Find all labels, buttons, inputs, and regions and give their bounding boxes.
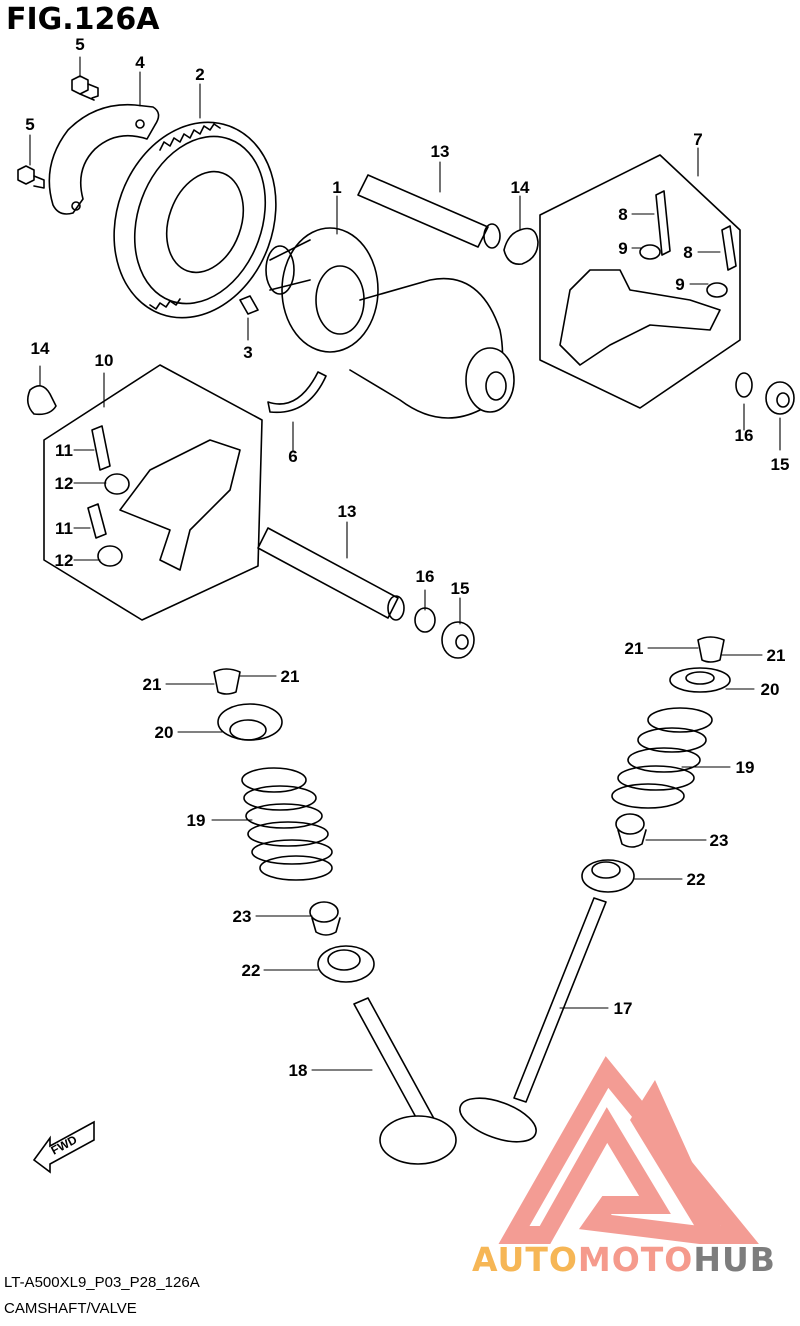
callout-label: 7 — [693, 130, 702, 149]
adjusting-screw-part-11-a — [91, 425, 111, 471]
callout-label: 19 — [736, 758, 755, 777]
watermark-logo — [498, 1056, 759, 1244]
snap-ring-part-14-lower — [26, 385, 57, 416]
callout-label: 19 — [187, 811, 206, 830]
valve-spring-part-19-right — [611, 707, 713, 809]
rocker-shaft-part-13-upper — [357, 174, 501, 249]
callout-label: 17 — [614, 999, 633, 1018]
callout-label: 14 — [31, 339, 50, 358]
callout-label: 14 — [511, 178, 530, 197]
watermark-brand: AUTOMOTOHUB — [472, 1240, 776, 1279]
model-code: LT-A500XL9_P03_P28_126A — [4, 1274, 200, 1291]
valve-stem-seal-part-23-left — [309, 901, 341, 936]
callout-label: 20 — [155, 723, 174, 742]
callout-label: 15 — [451, 579, 470, 598]
camshaft-part-1 — [265, 227, 515, 419]
callout-label: 11 — [55, 519, 73, 538]
rocker-arm-exhaust — [559, 269, 721, 366]
valve-spring-part-19-left — [241, 767, 333, 881]
figure-title: FIG.126A — [6, 2, 160, 37]
plug-part-15-upper — [765, 381, 795, 415]
callout-label: 22 — [687, 870, 706, 889]
cam-sprocket-part-2 — [113, 121, 277, 319]
callout-label: 18 — [289, 1061, 308, 1080]
callout-label: 23 — [710, 831, 729, 850]
callout-label: 21 — [281, 667, 300, 686]
leader-lines — [29, 56, 781, 1071]
lock-nut-part-9-a — [639, 244, 661, 260]
callout-label: 13 — [431, 142, 450, 161]
callout-label: 21 — [143, 675, 162, 694]
cotter-part-21-right — [697, 636, 725, 663]
lock-nut-part-12-a — [104, 473, 130, 495]
callout-label: 2 — [195, 65, 204, 84]
plug-part-15-lower — [441, 621, 475, 659]
spring-seat-part-22-left — [317, 945, 375, 983]
adjusting-screw-part-8-b — [721, 225, 737, 271]
bolt-part-5-upper — [71, 75, 99, 101]
adjusting-screw-part-11-b — [87, 503, 107, 539]
callout-label: 5 — [75, 35, 84, 54]
callout-label: 4 — [135, 53, 145, 72]
callout-label: 22 — [242, 961, 261, 980]
section-name: CAMSHAFT/VALVE — [4, 1300, 137, 1317]
lock-nut-part-12-b — [97, 545, 123, 567]
callout-label: 11 — [55, 441, 73, 460]
callout-label: 16 — [416, 567, 435, 586]
bolt-part-5-lower — [17, 165, 45, 189]
adjusting-screw-part-8-a — [655, 190, 671, 256]
callout-label: 15 — [771, 455, 790, 474]
callout-label: 12 — [55, 474, 74, 493]
snap-ring-part-14-upper — [503, 227, 539, 266]
spring-retainer-part-20-left — [217, 703, 283, 741]
cotter-part-21-left — [213, 668, 241, 695]
callout-labels: 5 4 2 5 1 13 14 7 8 9 8 9 3 6 14 10 11 1… — [25, 35, 789, 1080]
callout-label: 3 — [243, 343, 252, 362]
forward-arrow-icon: FWD — [32, 1120, 95, 1174]
rocker-arm-assembly-part-7 — [539, 154, 741, 409]
valve-part-18 — [353, 997, 457, 1165]
brand-part-hub: HUB — [693, 1240, 776, 1279]
callout-label: 13 — [338, 502, 357, 521]
callout-label: 20 — [761, 680, 780, 699]
spring-retainer-part-20-right — [669, 667, 731, 693]
callout-label: 23 — [233, 907, 252, 926]
dowel-pin-part-3 — [239, 295, 259, 315]
callout-label: 6 — [288, 447, 297, 466]
brand-part-moto: MOTO — [577, 1240, 694, 1279]
rocker-shaft-part-13-lower — [257, 527, 405, 621]
spring-seat-part-22-right — [581, 859, 635, 893]
callout-label: 16 — [735, 426, 754, 445]
lock-nut-part-9-b — [706, 282, 728, 298]
callout-label: 8 — [618, 205, 627, 224]
thrust-plate-part-6 — [267, 371, 327, 414]
callout-label: 21 — [625, 639, 644, 658]
washer-part-16-upper — [735, 372, 753, 398]
washer-part-16-lower — [414, 607, 436, 633]
callout-label: 12 — [55, 551, 74, 570]
callout-label: 9 — [618, 239, 627, 258]
callout-label: 9 — [675, 275, 684, 294]
rocker-arm-intake — [119, 439, 241, 571]
brand-part-auto: AUTO — [472, 1240, 578, 1279]
callout-label: 8 — [683, 243, 692, 262]
callout-label: 21 — [767, 646, 786, 665]
valve-part-17 — [459, 897, 607, 1143]
retainer-plate-part-4 — [48, 103, 160, 215]
callout-label: 10 — [95, 351, 114, 370]
callout-label: 5 — [25, 115, 34, 134]
callout-label: 1 — [332, 178, 341, 197]
rocker-arm-assembly-part-10 — [43, 364, 263, 621]
valve-stem-seal-part-23-right — [615, 813, 647, 848]
